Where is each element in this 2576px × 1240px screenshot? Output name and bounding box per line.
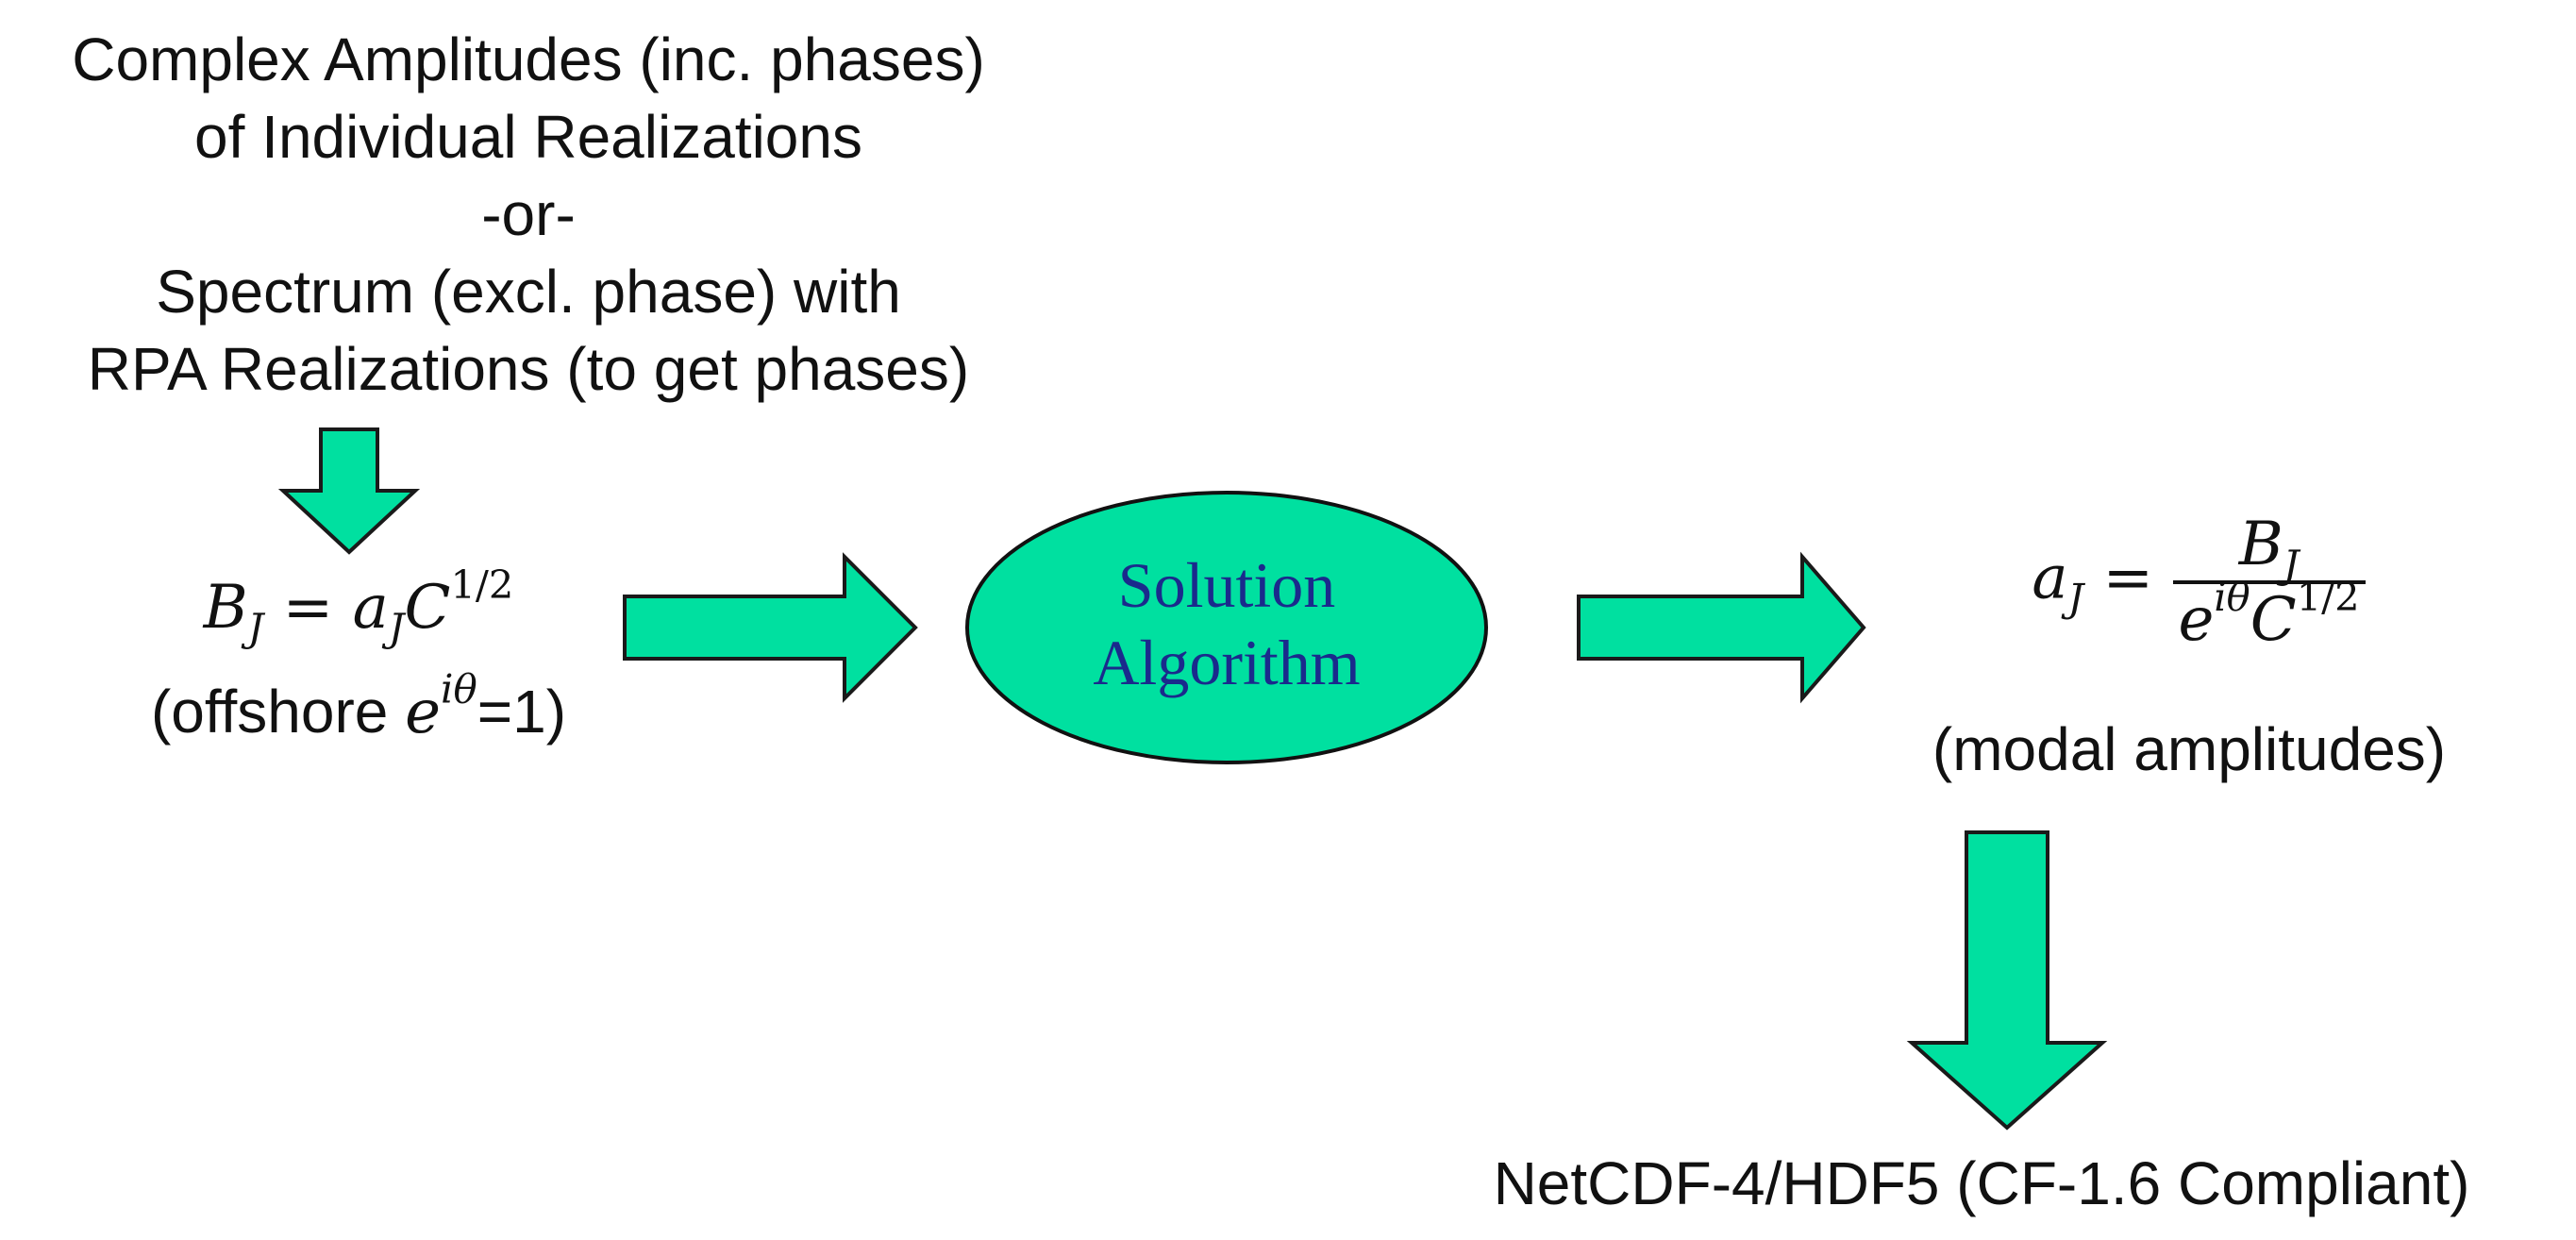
down-arrow-input (277, 427, 421, 555)
modal-amplitudes-note: (modal amplitudes) (1932, 715, 2447, 783)
num-b-sub: J (2283, 541, 2300, 588)
offshore-prefix: (offshore (150, 678, 406, 746)
fraction-denominator: eiθC1/2 (2172, 578, 2366, 650)
den-c-sup: 1/2 (2296, 573, 2360, 620)
rhs-a-sub: J (2067, 575, 2084, 622)
input-line-2: of Individual Realizations (194, 103, 862, 171)
ellipse-line-2: Algorithm (1093, 626, 1361, 698)
offshore-sup: iθ (441, 665, 477, 712)
input-line-3: -or- (481, 180, 576, 248)
input-line-4: Spectrum (excl. phase) with (156, 258, 901, 326)
right-equation: aJ = BJ eiθC1/2 (1887, 514, 2510, 650)
den-e: e (2178, 585, 2215, 655)
solution-algorithm-label: Solution Algorithm (967, 547, 1486, 701)
left-a-sub: J (388, 604, 405, 651)
output-format-label: NetCDF-4/HDF5 (CF-1.6 Compliant) (1493, 1149, 2470, 1217)
lhs-b-sub: J (247, 604, 264, 651)
left-c-sup: 1/2 (450, 561, 514, 608)
offshore-suffix: =1) (477, 678, 567, 746)
right-equals: = (2102, 543, 2154, 613)
den-c: C (2250, 585, 2297, 655)
left-equals: = (282, 573, 334, 643)
solution-algorithm-ellipse (965, 491, 1488, 764)
num-b: B (2238, 510, 2283, 579)
input-line-1: Complex Amplitudes (inc. phases) (72, 25, 985, 93)
offshore-note: (offshore eiθ=1) (94, 669, 623, 746)
input-description: Complex Amplitudes (inc. phases) of Indi… (0, 21, 1057, 408)
right-fraction: BJ eiθC1/2 (2172, 514, 2366, 650)
down-arrow-to-file (1906, 830, 2108, 1131)
fraction-numerator: BJ (2233, 514, 2305, 584)
ellipse-line-1: Solution (1117, 549, 1336, 621)
left-c: C (404, 573, 451, 643)
right-arrow-to-algorithm (623, 552, 918, 703)
left-a: a (352, 573, 389, 643)
den-e-sup: iθ (2214, 573, 2250, 620)
offshore-e: e (405, 678, 442, 747)
lhs-b: B (203, 573, 248, 643)
rhs-a: a (2032, 543, 2068, 613)
right-arrow-to-output (1577, 551, 1866, 704)
input-line-5: RPA Realizations (to get phases) (87, 335, 970, 403)
left-equation: BJ = aJC1/2 (94, 565, 623, 647)
